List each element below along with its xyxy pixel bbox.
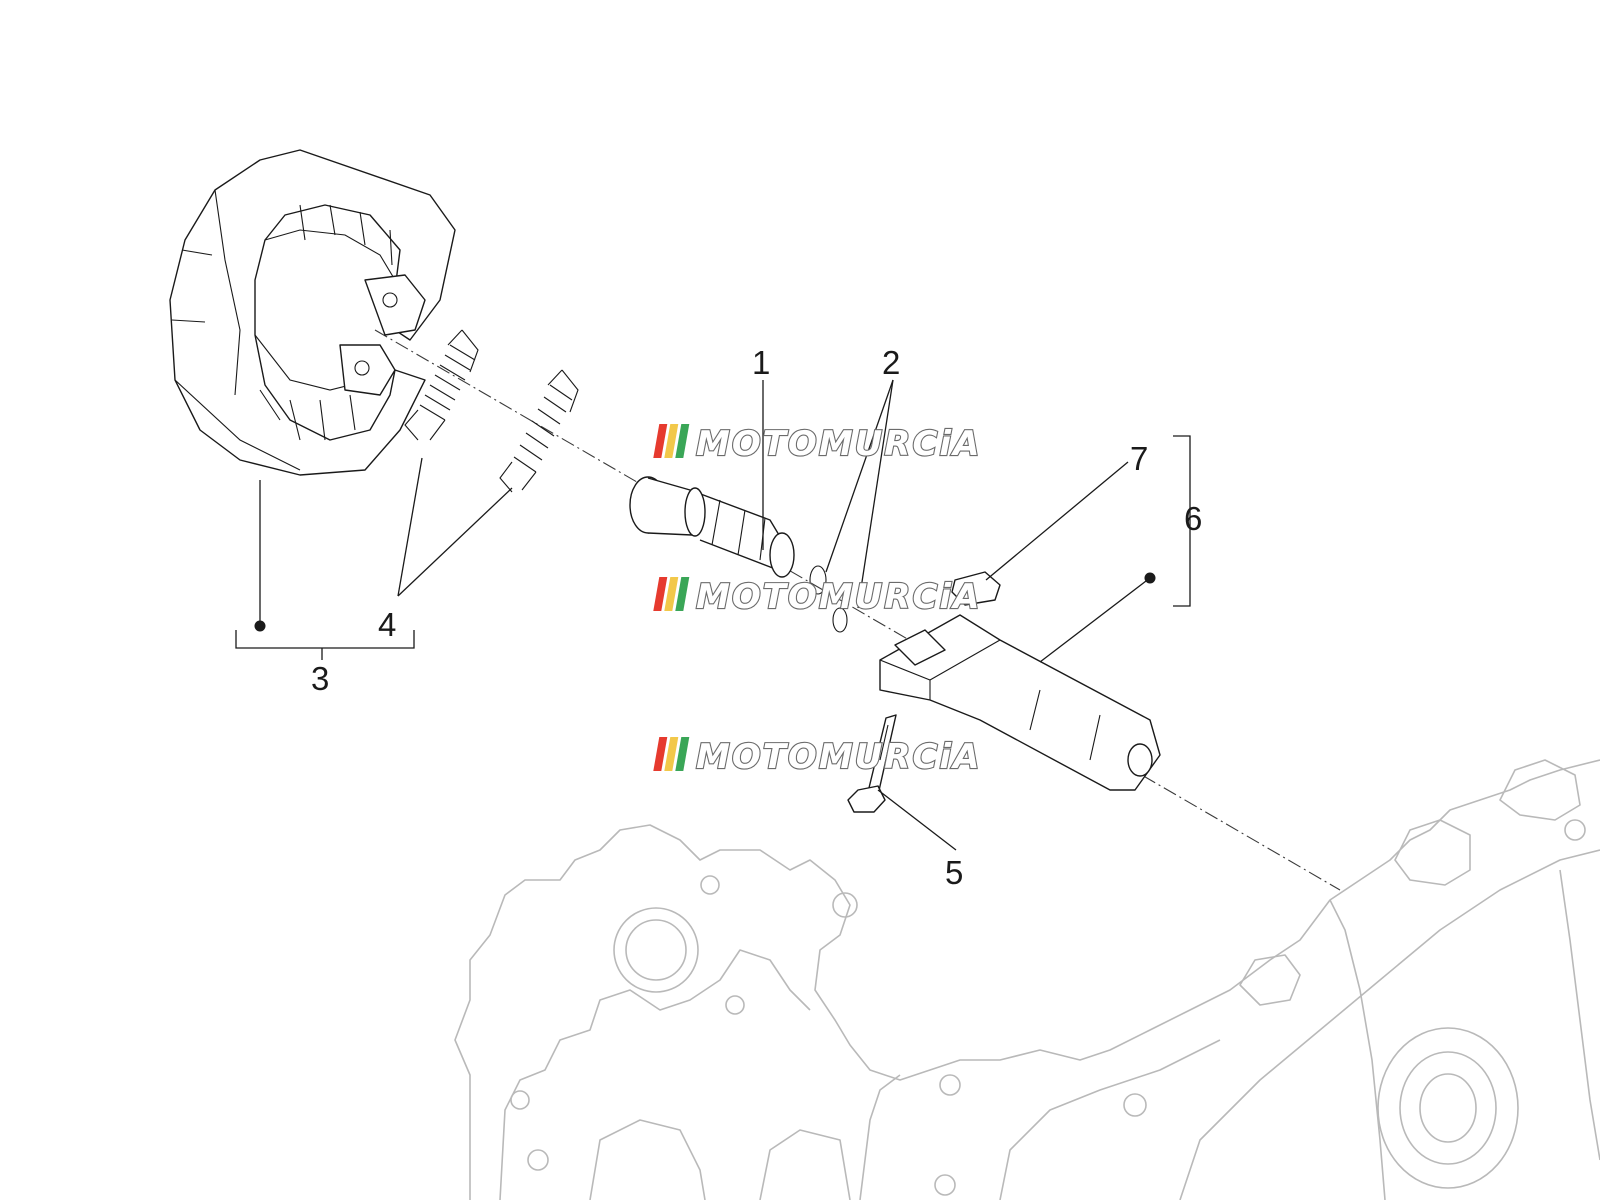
brake-cam-shaft bbox=[629, 476, 795, 578]
brake-lever bbox=[879, 614, 1161, 791]
watermark-stripe-yellow bbox=[664, 737, 679, 771]
lever-nut bbox=[951, 571, 1001, 606]
watermark-stripe-green bbox=[675, 424, 690, 458]
watermark-stripe-green bbox=[675, 577, 690, 611]
callout-6: 6 bbox=[1184, 500, 1202, 537]
brake-shoes bbox=[169, 149, 456, 476]
reference-dot-3 bbox=[254, 620, 266, 632]
watermark-stripe-red bbox=[653, 577, 668, 611]
engine-crankcase bbox=[454, 759, 1600, 1200]
callout-5: 5 bbox=[945, 854, 963, 891]
callout-4: 4 bbox=[378, 606, 396, 643]
reference-dot-6 bbox=[1144, 572, 1156, 584]
callout-7: 7 bbox=[1130, 440, 1148, 477]
assembly-axis-line bbox=[374, 329, 1341, 891]
watermark-bottom: MOTOMURCiA bbox=[653, 736, 981, 778]
watermark-stripe-yellow bbox=[664, 424, 679, 458]
callout-1: 1 bbox=[752, 344, 770, 381]
watermark-top: MOTOMURCiA bbox=[653, 423, 981, 465]
watermark-text: MOTOMURCiA bbox=[696, 577, 981, 617]
springs bbox=[404, 329, 579, 493]
watermark-middle: MOTOMURCiA bbox=[653, 576, 981, 618]
watermark-stripe-red bbox=[653, 424, 668, 458]
leader-lines bbox=[235, 379, 1191, 851]
o-rings bbox=[809, 565, 848, 633]
callout-3: 3 bbox=[311, 660, 329, 697]
watermark-text: MOTOMURCiA bbox=[696, 737, 981, 777]
watermark-stripe-red bbox=[653, 737, 668, 771]
watermark-stripe-yellow bbox=[664, 577, 679, 611]
bolt bbox=[847, 714, 897, 813]
callout-2: 2 bbox=[882, 344, 900, 381]
watermark-text: MOTOMURCiA bbox=[696, 424, 981, 464]
watermark-stripe-green bbox=[675, 737, 690, 771]
